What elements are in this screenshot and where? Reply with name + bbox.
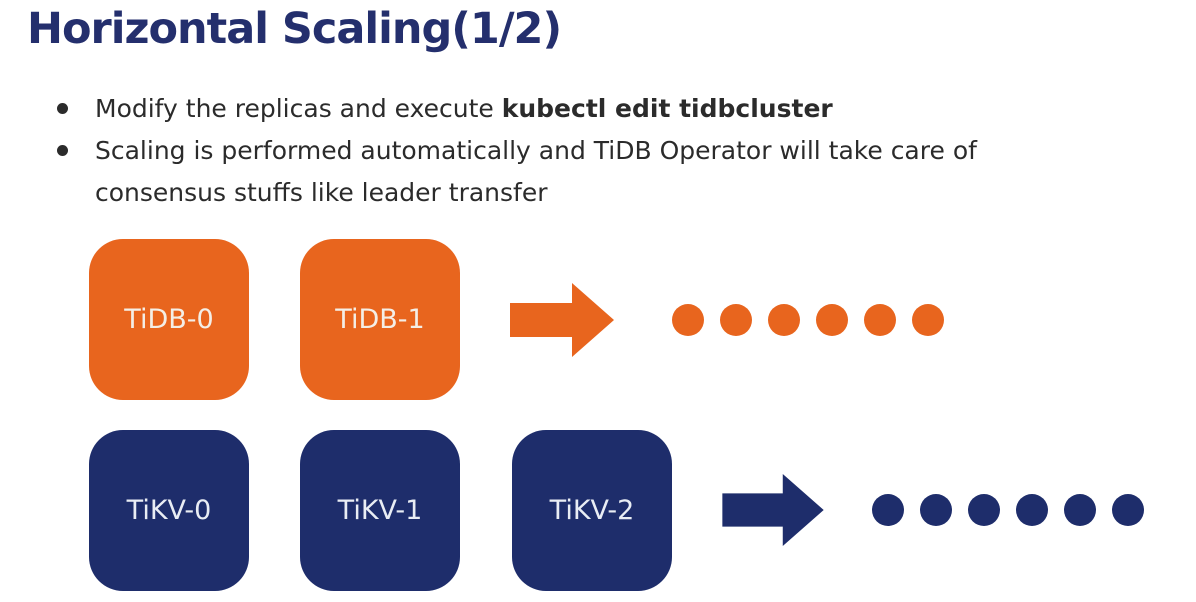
scale-dot: [864, 304, 896, 336]
bullet-marker-icon: [57, 103, 68, 114]
scale-dot: [816, 304, 848, 336]
tidb-0-box: TiDB-0: [89, 239, 249, 400]
bullet-list: Modify the replicas and execute kubectl …: [57, 88, 1070, 214]
tikv-2-label: TiKV-2: [549, 495, 635, 526]
bullet-text-plain: Scaling is performed automatically and T…: [95, 136, 977, 207]
right-arrow-icon: [722, 473, 824, 547]
inline-command: kubectl edit tidbcluster: [501, 94, 833, 123]
scale-dot: [1016, 494, 1048, 526]
tidb-scale-dots: [672, 304, 944, 336]
scale-dot: [672, 304, 704, 336]
tikv-1-box: TiKV-1: [300, 430, 460, 591]
tidb-0-label: TiDB-0: [124, 304, 214, 335]
tikv-1-label: TiKV-1: [337, 495, 423, 526]
scale-dot: [768, 304, 800, 336]
right-arrow-icon: [510, 283, 614, 357]
scale-dot: [1112, 494, 1144, 526]
bullet-marker-icon: [57, 145, 68, 156]
tikv-scale-dots: [872, 494, 1144, 526]
bullet-item: Modify the replicas and execute kubectl …: [57, 88, 1070, 130]
scale-dot: [912, 304, 944, 336]
scale-dot: [920, 494, 952, 526]
page-title: Horizontal Scaling(1/2): [27, 4, 562, 54]
bullet-text: Scaling is performed automatically and T…: [95, 130, 1070, 214]
tikv-0-label: TiKV-0: [126, 495, 212, 526]
bullet-text-plain: Modify the replicas and execute: [95, 94, 502, 123]
tidb-1-label: TiDB-1: [335, 304, 425, 335]
scale-dot: [1064, 494, 1096, 526]
bullet-text: Modify the replicas and execute kubectl …: [95, 88, 833, 130]
tikv-0-box: TiKV-0: [89, 430, 249, 591]
scale-dot: [968, 494, 1000, 526]
tidb-1-box: TiDB-1: [300, 239, 460, 400]
bullet-item: Scaling is performed automatically and T…: [57, 130, 1070, 214]
tikv-2-box: TiKV-2: [512, 430, 672, 591]
scale-dot: [872, 494, 904, 526]
scale-dot: [720, 304, 752, 336]
